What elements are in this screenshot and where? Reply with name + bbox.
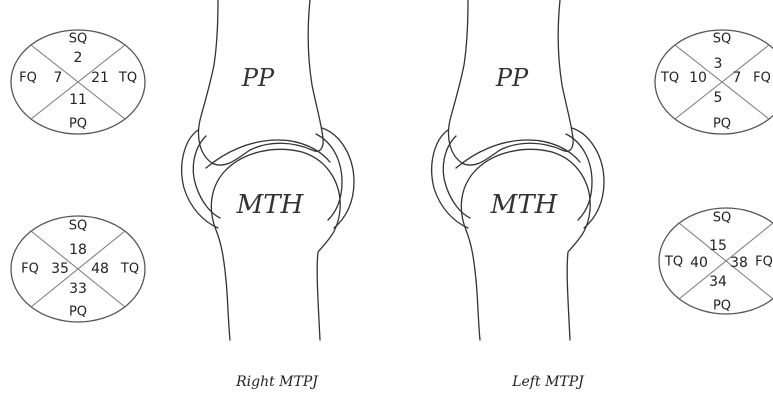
right-bottom-quadrant-circle: SQ PQ FQ TQ 18 33 35 48 [8, 214, 148, 324]
quadrant-value-left: 35 [51, 262, 69, 276]
bone-label-proximal-phalanx: PP [242, 64, 274, 92]
quadrant-label-right: TQ [121, 263, 139, 276]
quadrant-value-top: 3 [714, 57, 723, 71]
quadrant-label-right: FQ [753, 72, 771, 85]
bone-label-metatarsal-head: MTH [237, 190, 304, 220]
quadrant-label-left: FQ [21, 263, 39, 276]
right-top-quadrant-circle: SQ PQ FQ TQ 2 11 7 21 [8, 28, 148, 136]
quadrant-label-left: TQ [661, 72, 679, 85]
quadrant-value-right: 7 [733, 71, 742, 85]
left-mtpj-joint: PP MTH [420, 0, 620, 360]
quadrant-label-top: SQ [69, 220, 87, 233]
joint-illustration [170, 0, 370, 360]
quadrant-value-left: 40 [690, 256, 708, 270]
quadrant-label-top: SQ [713, 212, 731, 225]
quadrant-value-right: 48 [91, 262, 109, 276]
quadrant-label-bottom: PQ [69, 118, 87, 131]
quadrant-label-bottom: PQ [713, 118, 731, 131]
left-top-quadrant-circle: SQ PQ TQ FQ 3 5 10 7 [652, 28, 773, 136]
quadrant-label-bottom: PQ [69, 306, 87, 319]
quadrant-label-right: FQ [755, 256, 773, 269]
quadrant-value-left: 7 [54, 71, 63, 85]
quadrant-value-bottom: 34 [709, 275, 727, 289]
caption-left-mtpj: Left MTPJ [512, 374, 584, 390]
quadrant-value-top: 2 [74, 51, 83, 65]
quadrant-label-bottom: PQ [713, 300, 731, 313]
quadrant-value-left: 10 [689, 71, 707, 85]
quadrant-label-right: TQ [119, 72, 137, 85]
quadrant-label-top: SQ [69, 33, 87, 46]
right-mtpj-joint: PP MTH [170, 0, 370, 360]
quadrant-label-left: FQ [19, 72, 37, 85]
quadrant-value-right: 38 [730, 256, 748, 270]
bone-label-metatarsal-head: MTH [491, 190, 558, 220]
caption-right-mtpj: Right MTPJ [236, 374, 318, 390]
quadrant-value-bottom: 5 [714, 91, 723, 105]
quadrant-value-bottom: 33 [69, 282, 87, 296]
quadrant-value-top: 18 [69, 243, 87, 257]
bone-label-proximal-phalanx: PP [496, 64, 528, 92]
quadrant-label-top: SQ [713, 33, 731, 46]
quadrant-label-left: TQ [665, 256, 683, 269]
quadrant-value-right: 21 [91, 71, 109, 85]
left-bottom-quadrant-circle: SQ PQ TQ FQ 15 34 40 38 [656, 206, 773, 316]
joint-illustration [420, 0, 620, 360]
quadrant-value-top: 15 [709, 239, 727, 253]
quadrant-value-bottom: 11 [69, 93, 87, 107]
